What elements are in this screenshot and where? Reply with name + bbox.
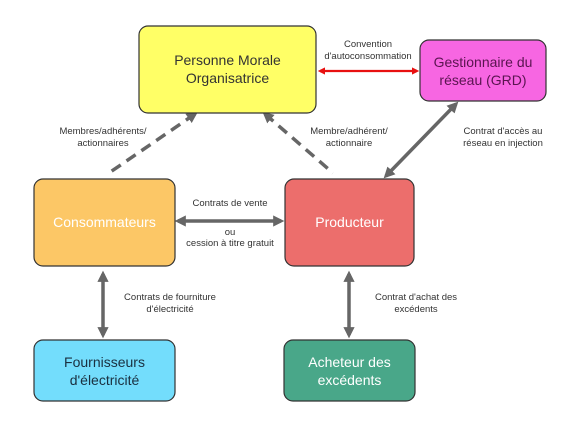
- membres-conso-label-line2: actionnaires: [77, 138, 128, 149]
- grd-label-line2: réseau (GRD): [439, 72, 526, 88]
- fourniture-label-line2: d'électricité: [146, 304, 193, 315]
- acheteur-label-line1: Acheteur des: [308, 354, 391, 370]
- membres-conso-label-line1: Membres/adhérents/: [59, 126, 146, 137]
- node-fournisseurs-electricite: Fournisseurs d'électricité: [33, 339, 176, 402]
- grd-label-line1: Gestionnaire du: [434, 54, 533, 70]
- pmo-label-line2: Organisatrice: [186, 70, 269, 86]
- convention-label-line1: Convention: [344, 39, 392, 50]
- membre-prod-label-line2: actionnaire: [326, 138, 372, 149]
- producteur-label: Producteur: [315, 214, 384, 230]
- acces-reseau-label-line1: Contrat d'accès au: [464, 126, 543, 137]
- node-producteur: Producteur: [284, 178, 415, 267]
- pmo-producteur-dashed-arrow: [262, 111, 335, 175]
- node-personne-morale-organisatrice: Personne Morale Organisatrice: [138, 25, 317, 114]
- convention-label-line2: d'autoconsommation: [324, 51, 411, 62]
- achat-label-line2: excédents: [394, 304, 438, 315]
- node-gestionnaire-reseau: Gestionnaire du réseau (GRD): [419, 39, 547, 102]
- fournisseurs-label-line2: d'électricité: [70, 372, 140, 388]
- vente-label-line3: cession à titre gratuit: [186, 238, 274, 249]
- vente-label-line1: Contrats de vente: [193, 198, 268, 209]
- fourniture-label-line1: Contrats de fourniture: [124, 292, 216, 303]
- grd-producteur-arrow: [383, 101, 459, 179]
- vente-label-line2: ou: [225, 227, 236, 238]
- membre-prod-label-line1: Membre/adhérent/: [310, 126, 388, 137]
- node-consommateurs: Consommateurs: [33, 178, 176, 267]
- pmo-label-line1: Personne Morale: [174, 52, 281, 68]
- consommateurs-label: Consommateurs: [53, 214, 156, 230]
- fournisseurs-label-line1: Fournisseurs: [64, 354, 145, 370]
- achat-label-line1: Contrat d'achat des: [375, 292, 457, 303]
- acces-reseau-label-line2: réseau en injection: [463, 138, 543, 149]
- node-acheteur-excedents: Acheteur des excédents: [283, 339, 416, 402]
- acheteur-label-line2: excédents: [318, 372, 382, 388]
